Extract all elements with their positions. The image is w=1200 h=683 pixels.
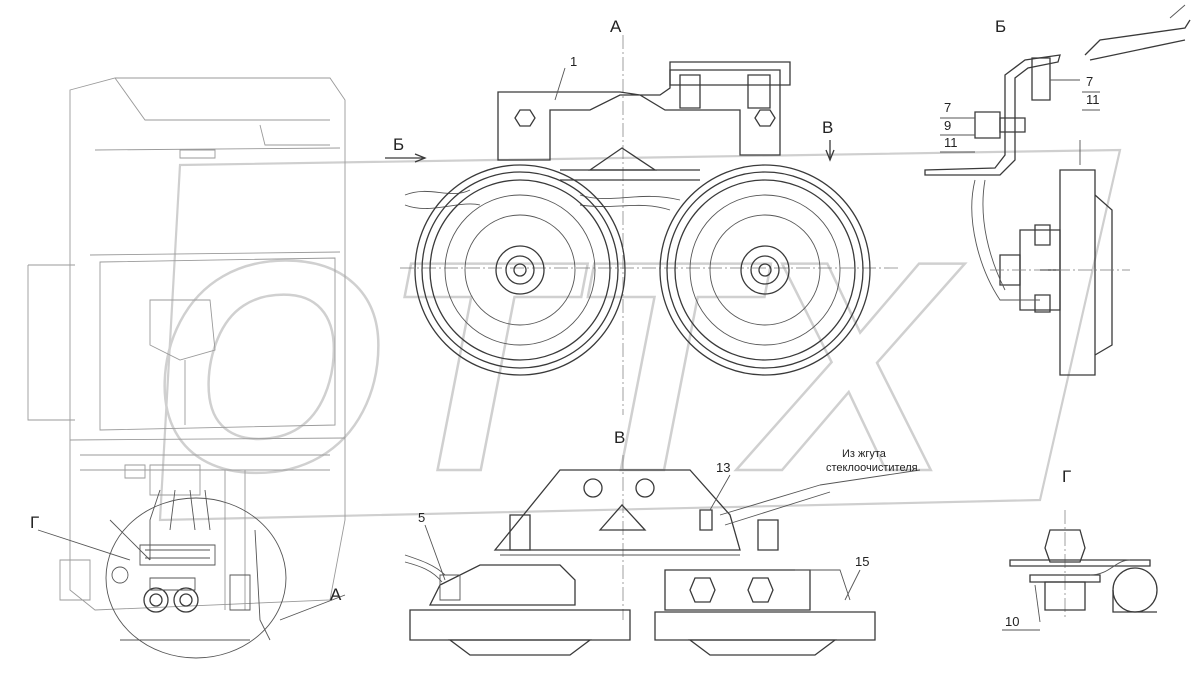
ref-10: 10 bbox=[1005, 614, 1019, 629]
note-wiper-line2: стеклоочистителя bbox=[826, 462, 918, 474]
ref-1: 1 bbox=[570, 54, 577, 69]
leader-g bbox=[37, 529, 131, 561]
callout-circle bbox=[105, 489, 287, 659]
ref-11-left: 11 bbox=[944, 135, 958, 150]
ref-7-left: 7 bbox=[944, 100, 951, 115]
watermark: OTTX bbox=[149, 148, 1122, 535]
cab-overview bbox=[27, 77, 346, 611]
leaders-b-right bbox=[1082, 91, 1100, 111]
ref-7-right: 7 bbox=[1086, 74, 1093, 89]
watermark-text: OTTX bbox=[150, 198, 965, 534]
leaders-b-left bbox=[940, 117, 975, 153]
ref-5: 5 bbox=[418, 510, 425, 525]
view-title-a: А bbox=[610, 17, 622, 36]
ref-11-right: 11 bbox=[1086, 92, 1100, 107]
view-v-drawing bbox=[404, 455, 921, 656]
view-title-g: Г bbox=[1062, 467, 1071, 486]
section-mark-b: Б bbox=[393, 135, 404, 154]
view-title-v: В bbox=[614, 428, 625, 447]
section-mark-v: В bbox=[822, 118, 833, 137]
view-label-g-left: Г bbox=[30, 513, 39, 532]
ref-9: 9 bbox=[944, 118, 951, 133]
view-g-drawing bbox=[1009, 510, 1158, 623]
view-title-b: Б bbox=[995, 17, 1006, 36]
ref-13: 13 bbox=[716, 460, 730, 475]
view-b-drawing bbox=[924, 4, 1191, 376]
view-a-drawing bbox=[385, 35, 900, 415]
leader-a bbox=[279, 594, 346, 621]
note-wiper-line1: Из жгута bbox=[842, 448, 887, 460]
ref-15: 15 bbox=[855, 554, 869, 569]
view-label-a-left: А bbox=[330, 585, 342, 604]
